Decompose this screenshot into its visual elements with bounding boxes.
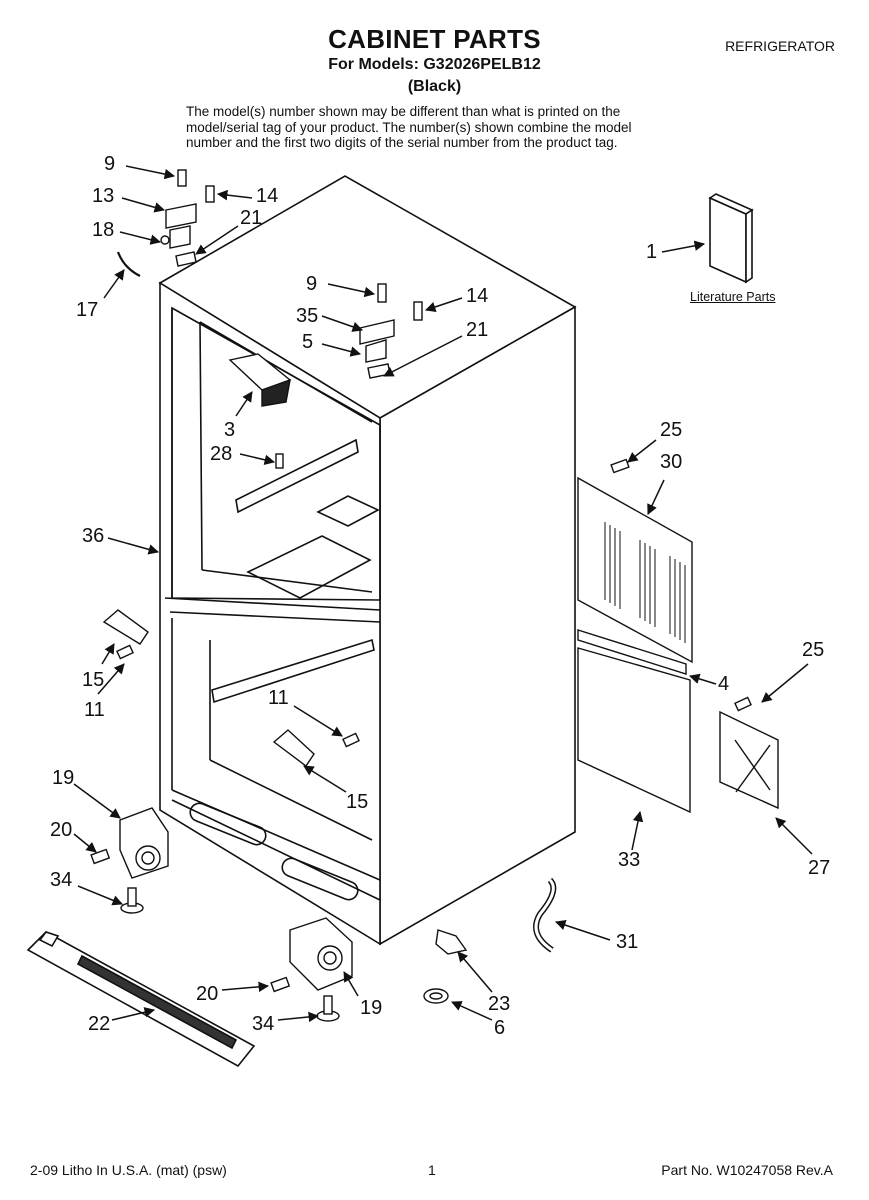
callout-label: 21 (240, 207, 262, 229)
right-roller-assembly (270, 917, 353, 1022)
callout-label: 25 (660, 419, 682, 441)
callout-label: 20 (196, 983, 218, 1005)
top-left-hinge (116, 169, 215, 277)
callout-label: 3 (224, 419, 235, 441)
page-title: CABINET PARTS (328, 24, 541, 54)
callout-label: 18 (92, 219, 114, 241)
mid-hinge-bracket (102, 609, 360, 768)
callout-label: 14 (466, 285, 488, 307)
base-grille (26, 931, 256, 1068)
note-line: number and the first two digits of the s… (186, 135, 618, 150)
callout-label: 4 (718, 673, 729, 695)
callout-label: 33 (618, 849, 640, 871)
callout-label: 14 (256, 185, 278, 207)
callout-label: 6 (494, 1017, 505, 1039)
compressor-bracket (719, 696, 779, 810)
callout-label: 15 (82, 669, 104, 691)
footer-page-number: 1 (428, 1162, 436, 1178)
footer-litho: 2-09 Litho In U.S.A. (mat) (psw) (30, 1162, 227, 1178)
callout-label: 17 (76, 299, 98, 321)
callout-label: 21 (466, 319, 488, 341)
literature-parts-label: Literature Parts (690, 290, 776, 304)
model-numbers: For Models: G32026PELB12 (328, 56, 541, 73)
model-color: (Black) (407, 78, 462, 95)
product-label: REFRIGERATOR (725, 38, 835, 54)
callout-label: 31 (616, 931, 638, 953)
cabinet-body (158, 175, 577, 946)
callout-label: 23 (488, 993, 510, 1015)
leader-lines (73, 165, 813, 1023)
callout-labels: 9 13 14 18 21 17 1 9 35 14 5 21 3 28 25 … (50, 153, 830, 1039)
callout-label: 11 (268, 687, 289, 709)
callout-label: 27 (808, 857, 830, 879)
callout-label: 34 (252, 1013, 274, 1035)
callout-label: 30 (660, 451, 682, 473)
small-parts (423, 877, 557, 1004)
note-line: The model(s) number shown may be differe… (186, 104, 621, 119)
callout-label: 19 (360, 997, 382, 1019)
callout-label: 13 (92, 185, 114, 207)
callout-label: 25 (802, 639, 824, 661)
callout-label: 9 (306, 273, 317, 295)
callout-label: 20 (50, 819, 72, 841)
callout-label: 22 (88, 1013, 110, 1035)
note-line: model/serial tag of your product. The nu… (186, 119, 632, 135)
left-roller-assembly (90, 807, 169, 914)
model-note: The model(s) number shown may be differe… (186, 104, 706, 151)
callout-label: 28 (210, 443, 232, 465)
callout-label: 5 (302, 331, 313, 353)
callout-label: 9 (104, 153, 115, 175)
air-tower-assembly (228, 353, 292, 469)
callout-label: 34 (50, 869, 72, 891)
literature-book (708, 193, 754, 284)
callout-label: 36 (82, 525, 104, 547)
rear-panel (577, 629, 691, 814)
callout-label: 19 (52, 767, 74, 789)
callout-label: 1 (646, 241, 657, 263)
callout-label: 11 (84, 699, 105, 721)
callout-label: 35 (296, 305, 318, 327)
callout-label: 15 (346, 791, 368, 813)
rear-access-cover (577, 458, 693, 664)
footer-part-number: Part No. W10247058 Rev.A (661, 1162, 833, 1178)
